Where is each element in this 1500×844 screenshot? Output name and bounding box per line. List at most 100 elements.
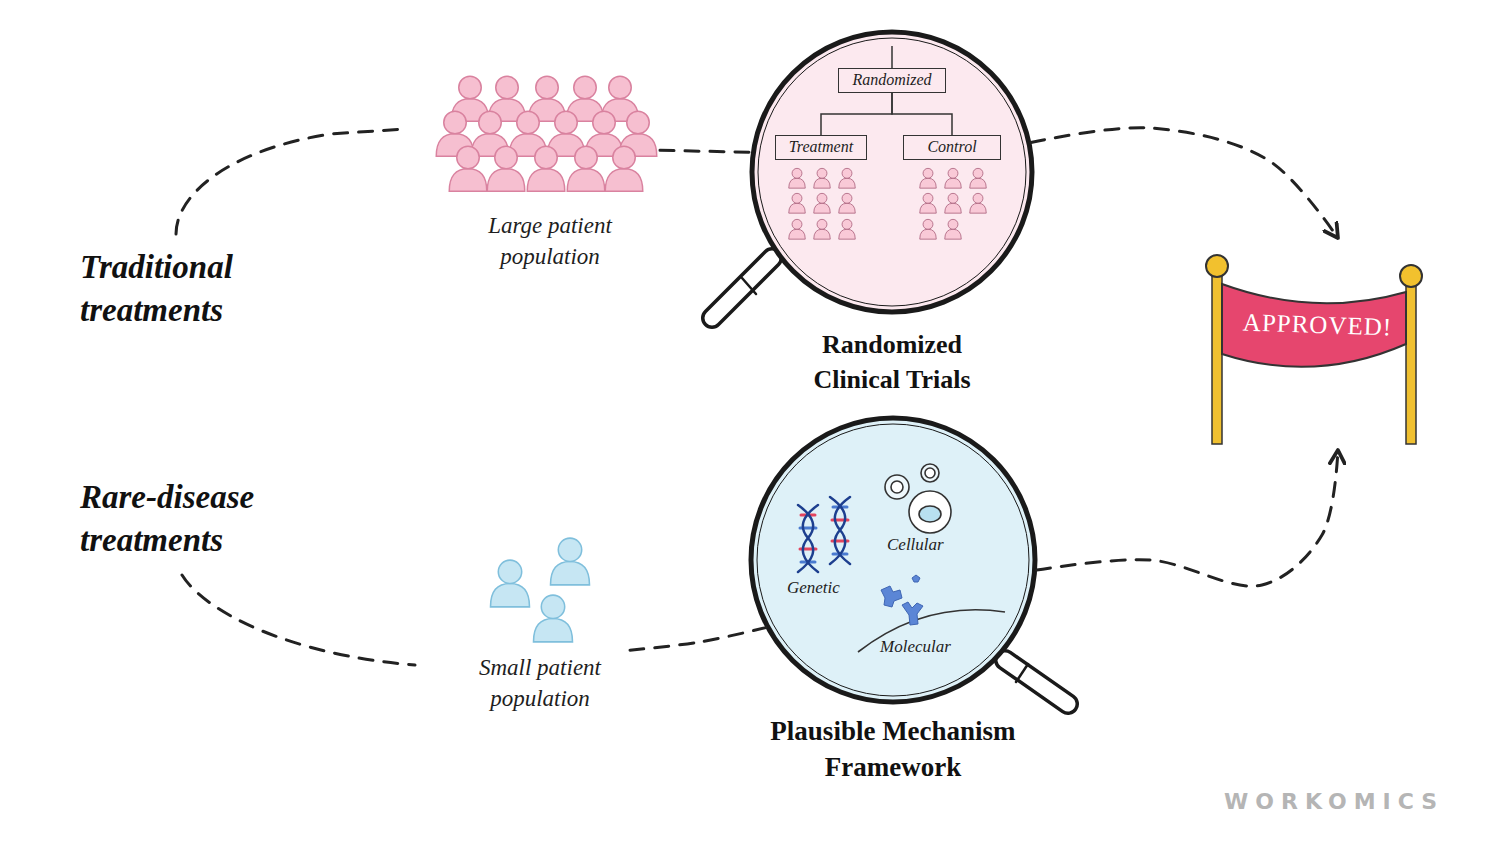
banner-pole <box>1212 268 1222 444</box>
dna-helix <box>798 497 850 572</box>
dashed-flow-arrow <box>660 150 751 152</box>
lens-rim <box>757 424 1029 696</box>
handle-outline <box>712 258 772 318</box>
helix-strand <box>830 497 850 564</box>
patient-group: Small patient population <box>450 535 630 715</box>
base-pair <box>832 540 848 543</box>
cell <box>885 475 909 499</box>
person-icon <box>605 146 643 191</box>
lens-circle <box>752 32 1032 312</box>
level-label: Cellular <box>887 535 944 555</box>
person-icon <box>839 168 856 188</box>
dashed-flow-arrow <box>1031 128 1338 238</box>
person-icon <box>436 111 474 156</box>
tree-box: Randomized <box>838 68 946 93</box>
person-icon <box>814 193 831 213</box>
person-icon <box>585 111 623 156</box>
person-icon <box>471 111 509 156</box>
person-icon <box>789 193 806 213</box>
dashed-flow-arrow <box>1037 450 1338 586</box>
tree-branch <box>821 93 892 135</box>
person-icon <box>945 193 962 213</box>
banner-pole <box>1406 278 1416 444</box>
person-icon <box>920 193 937 213</box>
magnifier-lens: CellularGeneticMolecularPlausible Mechan… <box>748 415 1038 785</box>
person-icon <box>567 146 605 191</box>
magnifier-handle <box>1005 660 1068 704</box>
helix-strand <box>798 505 818 572</box>
helix-strand <box>798 505 818 572</box>
node-label: Treatment <box>776 136 866 158</box>
node-heading: Randomized Clinical Trials <box>777 327 1007 397</box>
lens-outline <box>748 415 1038 705</box>
cell-nucleus <box>891 481 903 493</box>
tree-box: Treatment <box>775 135 867 160</box>
pole-knob <box>1206 255 1228 277</box>
handle-fill <box>712 258 772 318</box>
dashed-flow-arrow <box>630 628 766 651</box>
tree-branch <box>892 93 952 135</box>
person-icon <box>839 219 856 239</box>
tree-box: Control <box>903 135 1001 160</box>
handle-outline <box>1005 660 1068 704</box>
pole-knob <box>1400 265 1422 287</box>
tree-stub <box>891 46 893 68</box>
person-icon <box>945 219 962 239</box>
person-icon <box>839 193 856 213</box>
person-icon <box>491 560 530 607</box>
cell <box>921 464 939 482</box>
cells <box>885 464 951 533</box>
person-icon <box>451 76 489 121</box>
person-icon <box>789 168 806 188</box>
person-icon <box>814 168 831 188</box>
person-icon <box>970 168 987 188</box>
node-label: Small patient population <box>450 652 630 714</box>
level-label: Genetic <box>787 578 840 598</box>
molecule <box>902 602 923 625</box>
handle-fill <box>1005 660 1068 704</box>
person-icon <box>487 146 525 191</box>
handle-collar <box>1016 664 1028 682</box>
person-icon <box>920 168 937 188</box>
person-icon <box>528 76 566 121</box>
molecule <box>912 575 920 582</box>
leader-curve <box>182 575 415 665</box>
person-icon <box>945 168 962 188</box>
watermark: WORKOMICS <box>1224 789 1494 815</box>
cell-nucleus <box>919 506 941 522</box>
person-icon <box>601 76 639 121</box>
large-crowd <box>436 76 657 191</box>
banner-outline <box>1200 238 1435 450</box>
person-icon <box>488 76 526 121</box>
base-pair <box>800 527 816 530</box>
base-pair <box>800 548 816 551</box>
person-icon <box>527 146 565 191</box>
person-icon <box>970 193 987 213</box>
base-pair <box>801 561 815 564</box>
person-icon <box>509 111 547 156</box>
base-pair <box>801 514 815 517</box>
base-pair <box>833 506 847 509</box>
leader-curve <box>176 129 405 234</box>
row-heading: Rare-disease treatments <box>80 476 360 562</box>
base-pair <box>832 519 848 522</box>
magnifier-handle <box>712 258 772 318</box>
level-label: Molecular <box>880 637 951 657</box>
cell <box>909 491 951 533</box>
treatment-group <box>789 168 856 239</box>
node-label: Randomized <box>839 69 945 91</box>
person-icon <box>920 219 937 239</box>
base-pair <box>833 553 847 556</box>
person-icon <box>534 595 573 642</box>
person-icon <box>619 111 657 156</box>
lens-circle <box>751 418 1035 702</box>
person-icon <box>551 538 590 585</box>
person-icon <box>814 219 831 239</box>
row-heading: Traditional treatments <box>80 246 360 332</box>
control-group <box>920 168 987 239</box>
person-icon <box>789 219 806 239</box>
